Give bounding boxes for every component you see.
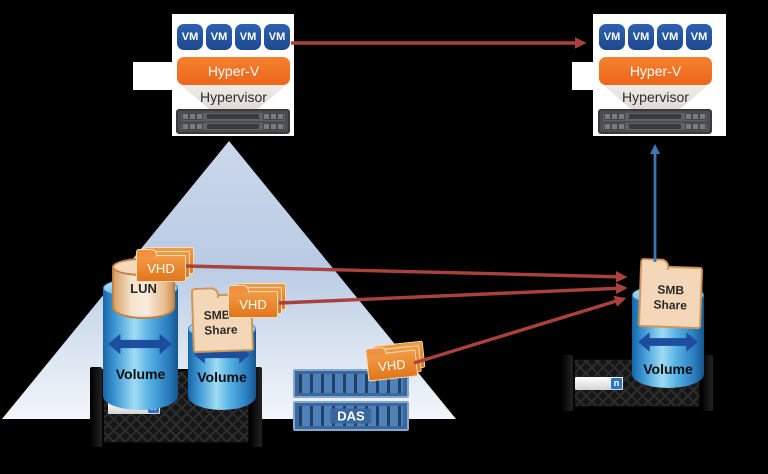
netapp-logo-icon: n xyxy=(611,378,622,389)
left-vm-row: VM VM VM VM xyxy=(177,24,290,50)
volume-label: Volume xyxy=(643,361,693,377)
vm-icon: VM xyxy=(264,24,290,50)
destination-smb-share-folder: SMB Share xyxy=(637,264,704,330)
right-server-icon xyxy=(598,109,712,134)
das-vhd-migration-arrow xyxy=(413,295,627,365)
das-shelf-bottom: DAS xyxy=(293,401,409,431)
smb-share-label: SMB Share xyxy=(653,282,688,313)
vhd-label: VHD xyxy=(136,249,186,282)
double-arrow-icon xyxy=(107,332,173,361)
right-hypervisor-label: Hypervisor xyxy=(622,89,689,105)
double-arrow-icon xyxy=(637,331,699,358)
vhd-stack-das: VHD xyxy=(365,340,426,382)
vhd-label: VHD xyxy=(365,349,419,382)
volume-label: Volume xyxy=(115,366,166,382)
double-arrow-icon xyxy=(193,344,251,370)
vm-icon: VM xyxy=(657,24,683,50)
left-backdrop-notch xyxy=(133,62,172,90)
left-hyperv-bar: Hyper-V xyxy=(177,57,290,85)
right-vm-row: VM VM VM VM xyxy=(599,24,712,50)
vm-icon: VM xyxy=(686,24,712,50)
das-shelf-top xyxy=(293,369,409,398)
vhd-stack-lun: VHD xyxy=(136,247,194,282)
right-hyperv-bar: Hyper-V xyxy=(599,57,712,85)
netapp-label-strip: n xyxy=(575,377,623,390)
right-backdrop-notch xyxy=(572,62,593,90)
vm-icon: VM xyxy=(628,24,654,50)
volume-label: Volume xyxy=(197,369,247,385)
lun-label: LUN xyxy=(130,281,157,296)
left-server-icon xyxy=(176,109,290,134)
vm-icon: VM xyxy=(206,24,232,50)
vhd-label: VHD xyxy=(228,285,278,318)
vhd-stack-smb: VHD xyxy=(228,283,286,318)
das-label: DAS xyxy=(330,408,372,424)
left-hypervisor-label: Hypervisor xyxy=(200,89,267,105)
vm-icon: VM xyxy=(235,24,261,50)
vm-icon: VM xyxy=(177,24,203,50)
vm-icon: VM xyxy=(599,24,625,50)
